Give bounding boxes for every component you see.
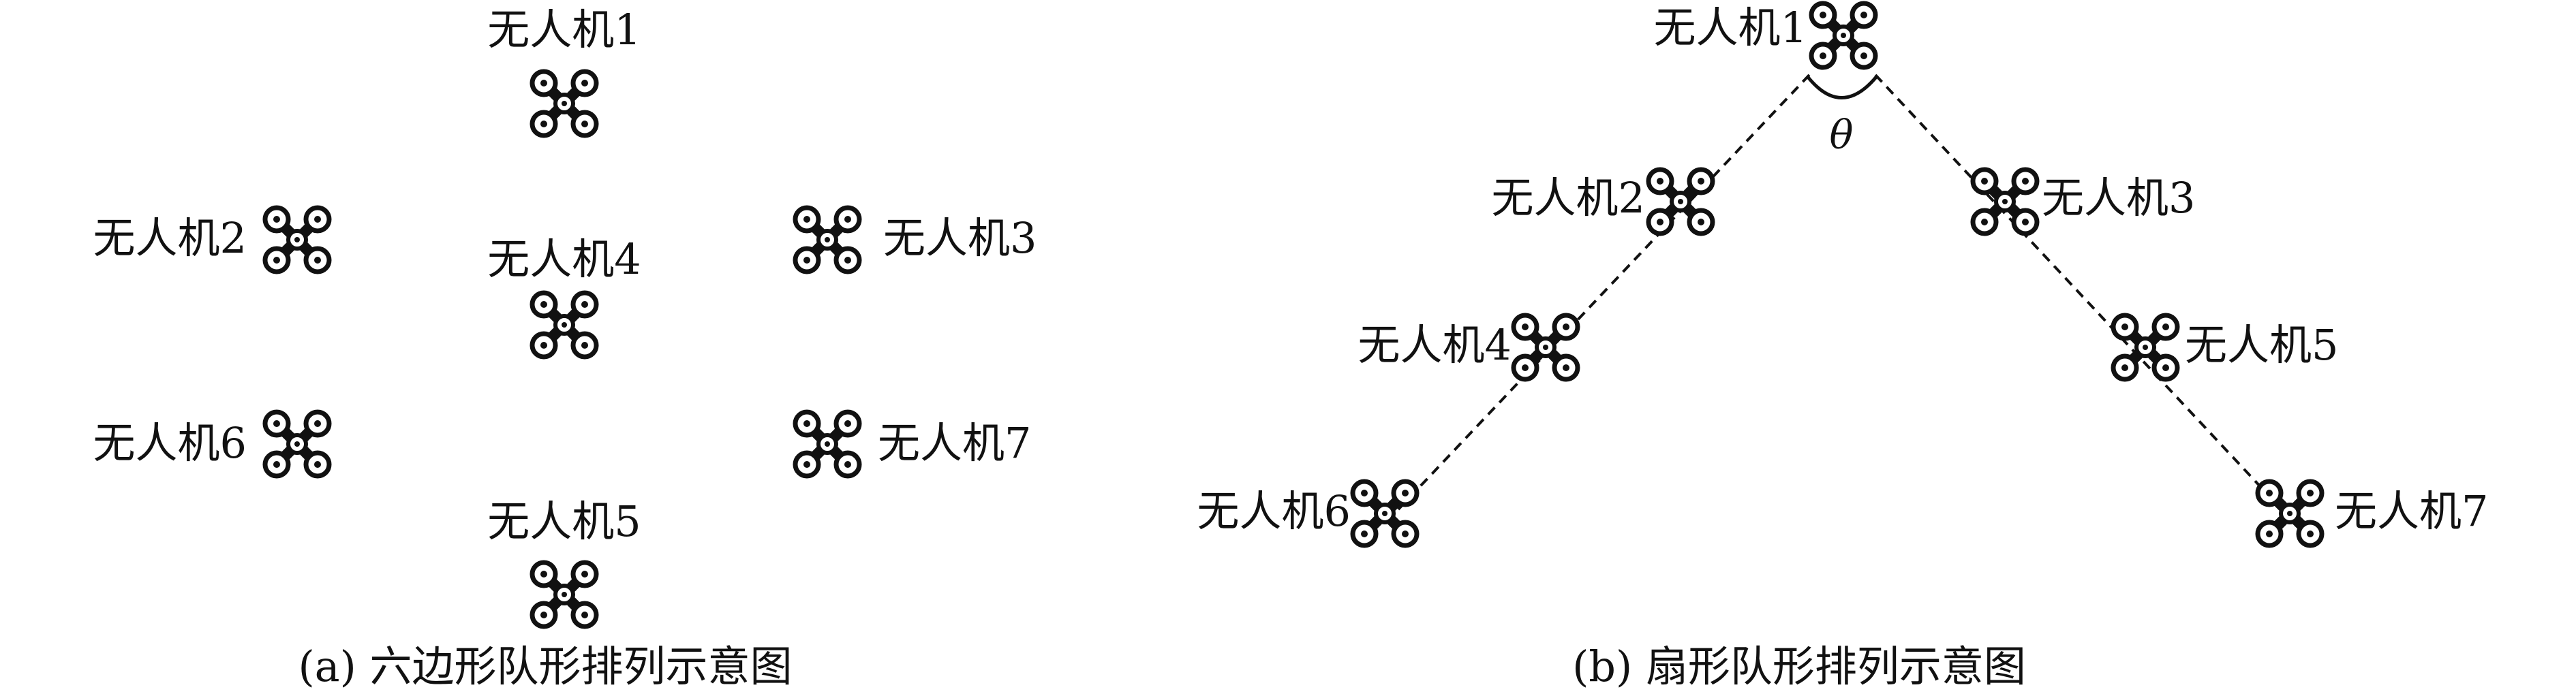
panel-a-drone-3-icon bbox=[795, 208, 859, 272]
panel-b: θ 无人机1 无人机2 无人机3 无人机4 无人机5 无人机6 无人机7 (b)… bbox=[1197, 3, 2488, 691]
panel-a-caption: (a) 六边形队形排列示意图 bbox=[298, 642, 792, 691]
panel-a-label-7: 无人机7 bbox=[878, 418, 1031, 468]
panel-b-right-dashed-line bbox=[1874, 74, 2284, 512]
panel-b-label-2: 无人机2 bbox=[1492, 173, 1645, 223]
panel-a-label-2: 无人机2 bbox=[93, 213, 247, 263]
panel-a-drone-1-icon bbox=[532, 72, 596, 136]
panel-a-label-4: 无人机4 bbox=[487, 234, 641, 284]
panel-b-label-6: 无人机6 bbox=[1197, 486, 1351, 536]
panel-b-drone-4-icon bbox=[1514, 315, 1578, 379]
panel-b-drone-2-icon bbox=[1649, 170, 1713, 234]
panel-b-drone-1-icon bbox=[1811, 3, 1875, 67]
panel-b-caption: (b) 扇形队形排列示意图 bbox=[1572, 642, 2026, 691]
panel-b-drone-7-icon bbox=[2258, 481, 2322, 545]
panel-a-drone-2-icon bbox=[265, 208, 329, 272]
panel-b-drone-6-icon bbox=[1353, 481, 1417, 545]
panel-b-label-7: 无人机7 bbox=[2335, 486, 2488, 536]
panel-b-label-4: 无人机4 bbox=[1358, 320, 1512, 370]
panel-a-drone-7-icon bbox=[795, 412, 859, 476]
panel-b-label-5: 无人机5 bbox=[2185, 320, 2338, 370]
panel-a-label-1: 无人机1 bbox=[487, 5, 641, 54]
panel-a-drone-5-icon bbox=[532, 563, 596, 627]
panel-b-label-1: 无人机1 bbox=[1654, 3, 1807, 52]
panel-b-angle-arc bbox=[1806, 75, 1878, 99]
panel-b-label-3: 无人机3 bbox=[2042, 173, 2195, 223]
panel-a: 无人机1 无人机2 无人机3 无人机4 无人机6 无人机7 无人机5 (a) 六… bbox=[93, 5, 1037, 691]
panel-b-drone-3-icon bbox=[1973, 170, 2037, 234]
panel-b-left-dashed-line bbox=[1396, 74, 1811, 512]
panel-a-label-3: 无人机3 bbox=[883, 213, 1037, 263]
panel-a-drone-6-icon bbox=[265, 412, 329, 476]
panel-b-angle-symbol: θ bbox=[1830, 112, 1854, 158]
panel-a-drone-4-icon bbox=[532, 293, 596, 357]
panel-a-label-5: 无人机5 bbox=[487, 496, 641, 546]
panel-a-label-6: 无人机6 bbox=[93, 418, 247, 468]
panel-b-drone-5-icon bbox=[2113, 315, 2177, 379]
